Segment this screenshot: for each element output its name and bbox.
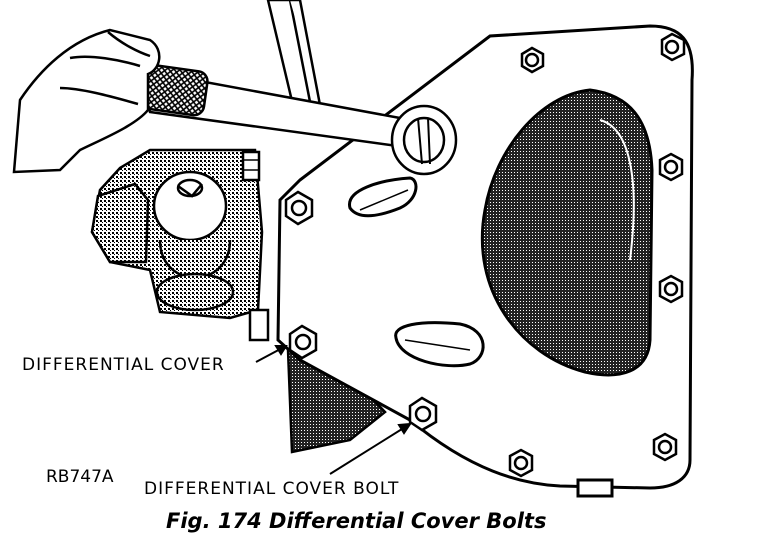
cover-bolt [408,396,438,432]
cover-bolt [508,448,534,478]
leader-lines [255,345,412,475]
axle-housing [90,148,270,342]
bolt-leader [329,423,411,475]
cover-bolt [658,274,684,304]
hand [12,28,161,174]
cover-bolt [284,190,314,226]
cover-bolt [520,46,545,74]
cover-bolt [288,324,318,360]
cover-bolt [660,32,686,62]
cover-bolt [658,152,684,182]
callout-differential-cover-bolt: DIFFERENTIAL COVER BOLT [144,479,399,499]
figure-code: RB747A [46,467,114,487]
figure-caption: Fig. 174 Differential Cover Bolts [166,509,546,533]
callout-differential-cover: DIFFERENTIAL COVER [22,355,225,375]
cover-bolt [652,432,678,462]
cover-bolts [284,32,686,478]
ratchet-wrench [137,63,458,176]
